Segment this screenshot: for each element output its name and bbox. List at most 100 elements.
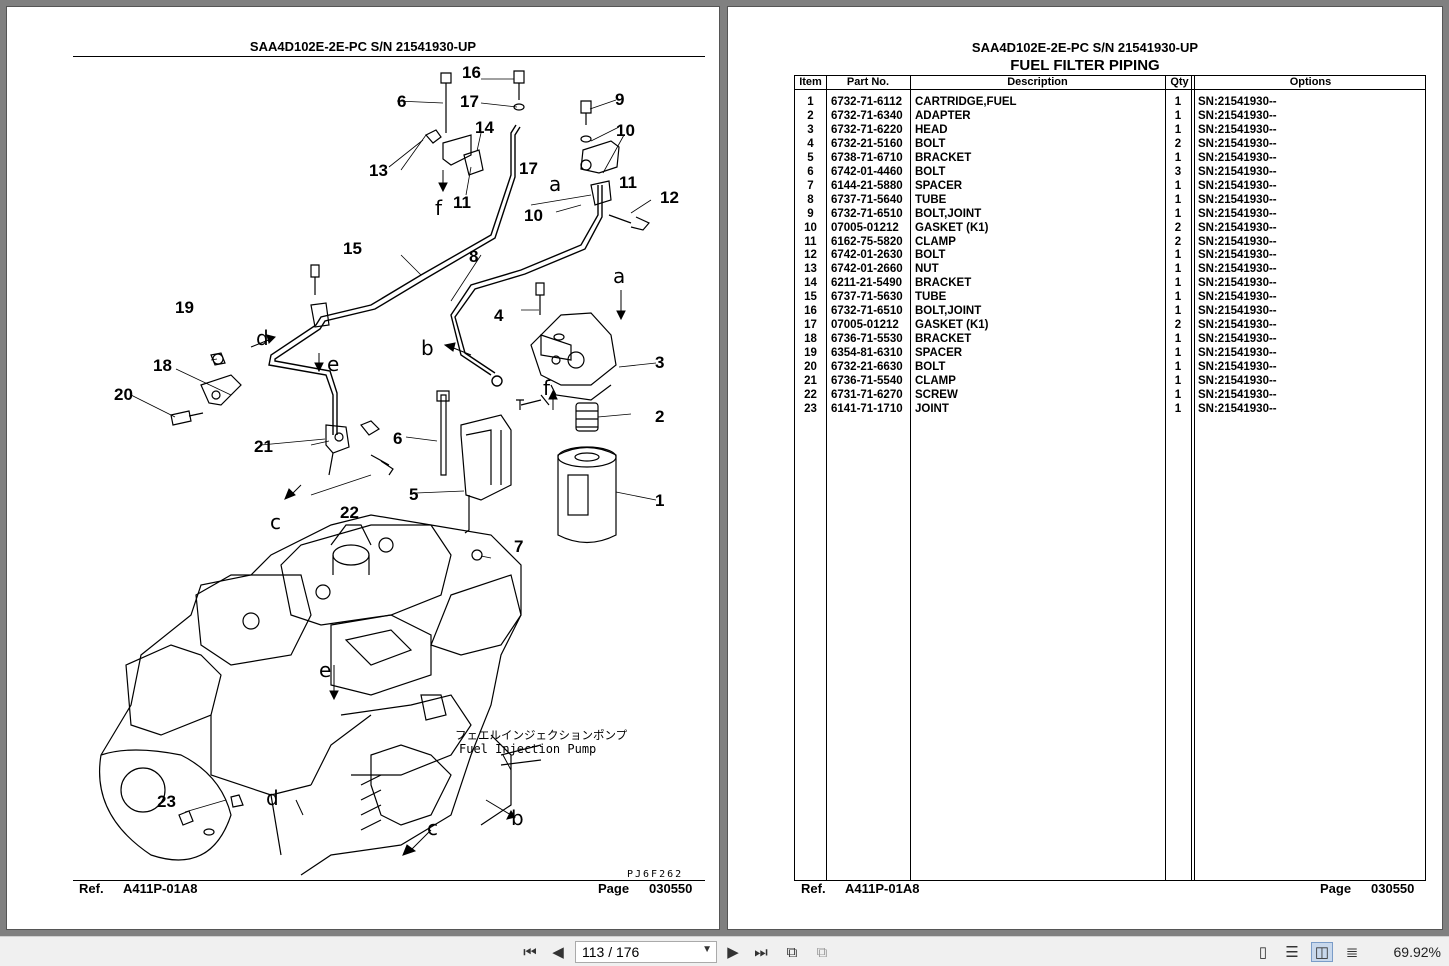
cell-description: SPACER: [915, 347, 963, 360]
cell-qty: 1: [1174, 347, 1182, 360]
cell-qty: 1: [1174, 361, 1182, 374]
left-page-title: SAA4D102E-2E-PC S/N 21541930-UP: [249, 39, 477, 54]
fuel-tubes-drawing: [268, 124, 603, 435]
callout-numbers: 1 2 3 4 5 6 6 7 8 9 10 10 11 11 12 13 14…: [114, 63, 679, 811]
cell-item: 17: [804, 319, 817, 332]
upper-bolts-drawing: [310, 70, 650, 410]
first-page-icon[interactable]: ⏮: [523, 943, 537, 961]
cell-options: SN:21541930--: [1198, 263, 1277, 276]
bracket-drawing: [436, 390, 550, 561]
svg-text:2: 2: [655, 407, 664, 426]
svg-text:10: 10: [616, 121, 635, 140]
cell-options: SN:21541930--: [1198, 137, 1277, 150]
cell-part-no: 07005-01212: [831, 221, 899, 234]
cell-item: 1: [807, 96, 814, 108]
facing-icon[interactable]: ◫: [1311, 942, 1333, 962]
cell-part-no: 6737-71-5630: [831, 291, 903, 304]
right-page: SAA4D102E-2E-PC S/N 21541930-UP FUEL FIL…: [727, 6, 1443, 930]
cell-qty: 2: [1174, 221, 1182, 234]
page-value: 030550: [1371, 881, 1415, 896]
ref-value: A411P-01A8: [123, 881, 198, 896]
cell-options: SN:21541930--: [1198, 165, 1277, 178]
svg-text:4: 4: [494, 306, 504, 325]
right-page-subtitle: FUEL FILTER PIPING: [1010, 57, 1160, 74]
svg-text:c: c: [270, 510, 281, 534]
cell-description: BRACKET: [915, 277, 972, 290]
cell-part-no: 6736-71-5530: [831, 333, 903, 346]
left-page: SAA4D102E-2E-PC S/N 21541930-UP: [6, 6, 720, 930]
cell-item: 19: [804, 347, 817, 360]
diagram-code: PJ6F262: [627, 869, 683, 880]
svg-text:17: 17: [460, 92, 479, 111]
svg-text:16: 16: [462, 63, 481, 82]
cell-description: BRACKET: [915, 333, 972, 346]
single-page-icon[interactable]: ▯: [1258, 944, 1268, 961]
continuous-icon[interactable]: ☰: [1285, 944, 1299, 961]
engine-block-drawing: [99, 514, 542, 876]
cell-item: 22: [804, 388, 817, 401]
cell-options: SN:21541930--: [1198, 333, 1277, 346]
cell-item: 7: [807, 179, 814, 192]
prev-page-icon[interactable]: ◀: [552, 944, 564, 961]
svg-text:15: 15: [343, 239, 362, 258]
pump-label-en: Fuel Injection Pump: [459, 742, 596, 756]
cell-description: BOLT: [915, 137, 946, 150]
cell-part-no: 6738-71-6710: [831, 151, 903, 164]
page-number-select[interactable]: 113 / 176 ▼: [575, 941, 717, 963]
svg-text:b: b: [511, 806, 524, 830]
cell-part-no: 07005-01212: [831, 319, 899, 332]
cell-item: 9: [807, 207, 814, 220]
cell-part-no: 6732-71-6220: [831, 123, 903, 136]
cell-description: BRACKET: [915, 151, 972, 164]
cell-part-no: 6732-71-6510: [831, 305, 903, 318]
svg-text:6: 6: [393, 429, 402, 448]
last-page-icon[interactable]: ⏭: [754, 943, 768, 961]
cell-qty: 2: [1174, 319, 1182, 332]
header-options: Options: [1289, 76, 1332, 88]
cell-description: BOLT,JOINT: [915, 207, 982, 220]
cell-part-no: 6737-71-5640: [831, 193, 903, 206]
cell-qty: 1: [1174, 193, 1182, 206]
cell-options: SN:21541930--: [1198, 207, 1277, 220]
svg-text:6: 6: [397, 92, 406, 111]
cell-qty: 1: [1174, 179, 1182, 192]
cell-options: SN:21541930--: [1198, 361, 1277, 374]
cell-options: SN:21541930--: [1198, 388, 1277, 401]
continuous-facing-icon[interactable]: ≣: [1345, 944, 1359, 961]
cell-part-no: 6354-81-6310: [831, 347, 903, 360]
cell-part-no: 6162-75-5820: [831, 235, 903, 248]
svg-text:a: a: [613, 264, 625, 288]
header-item: Item: [799, 76, 822, 88]
cell-qty: 1: [1174, 249, 1182, 262]
cell-qty: 1: [1174, 109, 1182, 122]
cell-description: BOLT: [915, 361, 946, 374]
svg-text:e: e: [319, 658, 331, 682]
cell-qty: 1: [1174, 375, 1182, 387]
svg-text:f: f: [435, 196, 443, 220]
page-label: Page: [1320, 881, 1352, 896]
cell-item: 11: [804, 235, 817, 248]
next-page-icon[interactable]: ▶: [727, 944, 739, 961]
back-view-icon[interactable]: ⧉: [786, 943, 798, 961]
cell-part-no: 6736-71-5540: [831, 375, 903, 387]
cell-description: BOLT,JOINT: [915, 305, 982, 318]
right-page-title: SAA4D102E-2E-PC S/N 21541930-UP: [971, 40, 1199, 55]
forward-view-icon[interactable]: ⧉: [816, 943, 828, 961]
cell-options: SN:21541930--: [1198, 347, 1277, 360]
header-qty: Qty: [1170, 76, 1189, 88]
cell-part-no: 6732-21-6630: [831, 361, 903, 374]
cell-qty: 1: [1174, 151, 1182, 164]
cell-options: SN:21541930--: [1198, 109, 1277, 122]
cell-qty: 1: [1174, 263, 1182, 276]
svg-text:13: 13: [369, 161, 388, 180]
viewer-toolbar: ⏮ ◀ 113 / 176 ▼ ▶ ⏭ ⧉ ⧉ ▯ ☰ ◫ ≣ 69.92%: [0, 936, 1449, 966]
cell-item: 10: [804, 221, 817, 234]
cell-part-no: 6732-21-5160: [831, 137, 903, 150]
reference-letters: a a b b c c d d e e f f: [256, 172, 625, 840]
cell-qty: 1: [1174, 333, 1182, 346]
svg-text:7: 7: [514, 537, 523, 556]
zoom-level[interactable]: 69.92%: [1393, 944, 1441, 960]
